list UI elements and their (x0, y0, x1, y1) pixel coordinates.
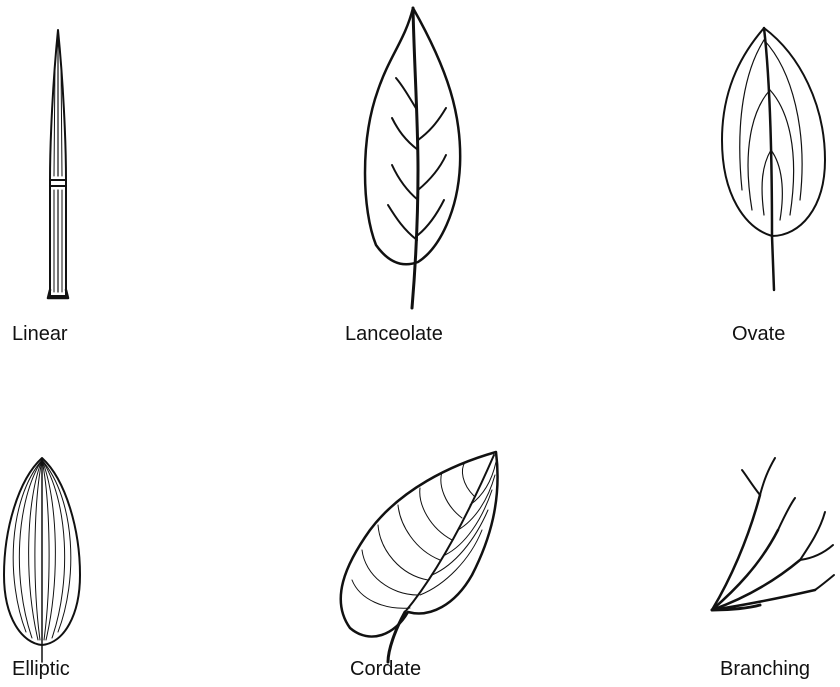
cordate-leaf-icon (341, 452, 498, 662)
linear-leaf-icon (48, 30, 68, 298)
label-lanceolate: Lanceolate (345, 324, 443, 344)
label-ovate: Ovate (732, 324, 785, 344)
label-linear: Linear (12, 324, 68, 344)
label-elliptic: Elliptic (12, 659, 70, 679)
label-cordate: Cordate (350, 659, 421, 679)
elliptic-leaf-icon (4, 458, 80, 662)
lanceolate-leaf-icon (365, 8, 460, 308)
label-branching: Branching (720, 659, 810, 679)
branching-veins-icon (712, 458, 834, 610)
ovate-leaf-icon (722, 28, 825, 290)
